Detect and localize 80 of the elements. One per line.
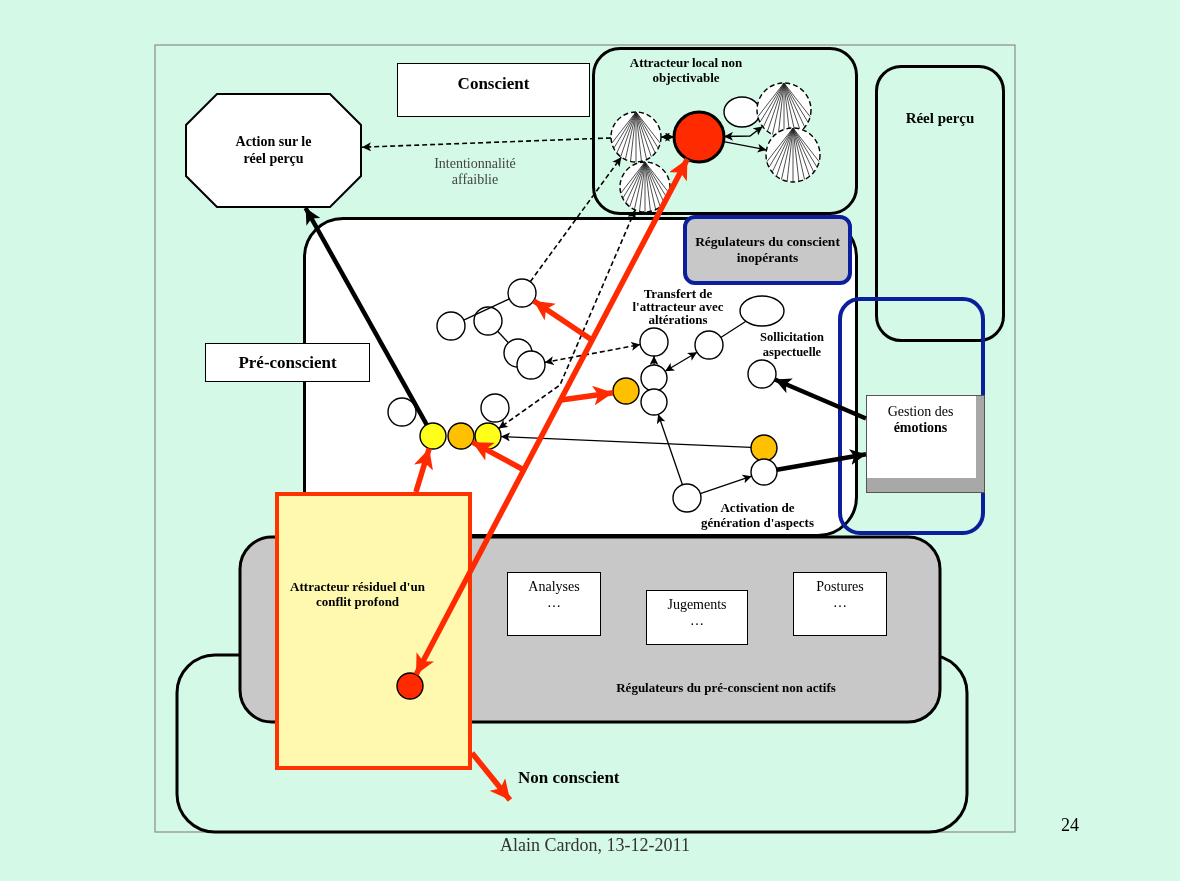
label-box: [646, 590, 748, 645]
arrow: [500, 432, 752, 449]
shadowed-box: [866, 395, 985, 493]
arrow: [774, 377, 867, 421]
arrow: [649, 355, 659, 366]
arrow: [413, 157, 690, 676]
node-label: Action sur le réel perçu: [234, 134, 313, 167]
circle-node: [517, 351, 545, 379]
annotation-text: Sollicitation aspectuelle: [759, 330, 825, 360]
dashed-arrow: [497, 209, 636, 430]
circle-node: [695, 331, 723, 359]
arrow: [660, 132, 675, 142]
arrow: [722, 141, 768, 153]
node-label: Attracteur local non objectivable: [628, 56, 744, 86]
arrow: [303, 206, 429, 426]
circle-node: [751, 435, 777, 461]
circle-node: [641, 389, 667, 415]
annotation-text: Activation de génération d'aspects: [700, 500, 815, 530]
circle-node: [475, 423, 501, 449]
node-label: …: [546, 595, 562, 612]
arrow: [471, 439, 526, 473]
region-panel: [592, 47, 858, 215]
label-box: [793, 572, 887, 636]
arrow: [776, 449, 867, 472]
footer-text: 24: [1060, 818, 1080, 832]
region-panel: [875, 65, 1005, 342]
node-label: Jugements: [666, 597, 728, 614]
node-label: Réel perçu: [904, 110, 976, 128]
circle-node: [448, 423, 474, 449]
arrow: [560, 385, 614, 406]
region-panel: [683, 215, 852, 285]
circle-node: [397, 673, 423, 699]
label-box: [507, 572, 601, 636]
circle-node: [673, 484, 701, 512]
arrow: [469, 751, 513, 802]
node-label: Pré-conscient: [237, 352, 338, 373]
hatched-circle: [757, 83, 811, 137]
label-box: [275, 492, 472, 770]
hatched-circle: [611, 112, 661, 162]
node-label: Régulateurs du conscient inopérants: [694, 234, 841, 266]
arrow: [532, 298, 594, 343]
circle-node: [437, 312, 465, 340]
circle-node: [508, 279, 536, 307]
octagon-box: [185, 93, 362, 208]
circle-node: [481, 394, 509, 422]
footer-text: Alain Cardon, 13-12-2011: [499, 838, 691, 852]
arrow: [664, 351, 698, 372]
circle-node: [474, 307, 502, 335]
circle-node: [420, 423, 446, 449]
circle-node: [388, 398, 416, 426]
node-label: …: [832, 595, 848, 612]
label-box: [397, 63, 590, 117]
dashed-arrow: [543, 341, 642, 366]
circle-node: [640, 328, 668, 356]
node-label: Analyses: [527, 579, 581, 596]
circle-node: [724, 97, 760, 127]
node-label: Non conscient: [518, 768, 621, 788]
circle-node: [748, 360, 776, 388]
arrow: [723, 125, 764, 141]
arrow: [699, 474, 753, 495]
node-label: Gestion des émotions: [886, 404, 955, 437]
node-label: Postures: [815, 579, 865, 596]
dashed-arrow: [361, 137, 612, 152]
hatched-circle: [620, 162, 670, 212]
circle-node: [613, 378, 639, 404]
dashed-arrow: [529, 156, 623, 283]
circle-node: [740, 296, 784, 326]
arrow: [413, 447, 433, 493]
node-label: …: [689, 613, 705, 630]
circle-node: [751, 459, 777, 485]
region-panel: [838, 297, 985, 535]
hatched-circle: [766, 128, 820, 182]
circle-node: [674, 112, 724, 162]
annotation-text: Transfert de l'attracteur avec altérations: [631, 287, 725, 326]
node-label: Régulateurs du pré-conscient non actifs: [615, 681, 837, 696]
node-label: Attracteur résiduel d'un conflit profond: [289, 580, 426, 610]
circle-node: [641, 365, 667, 391]
arrow: [656, 413, 684, 486]
node-label: Conscient: [456, 74, 531, 94]
label-box: [205, 343, 370, 382]
